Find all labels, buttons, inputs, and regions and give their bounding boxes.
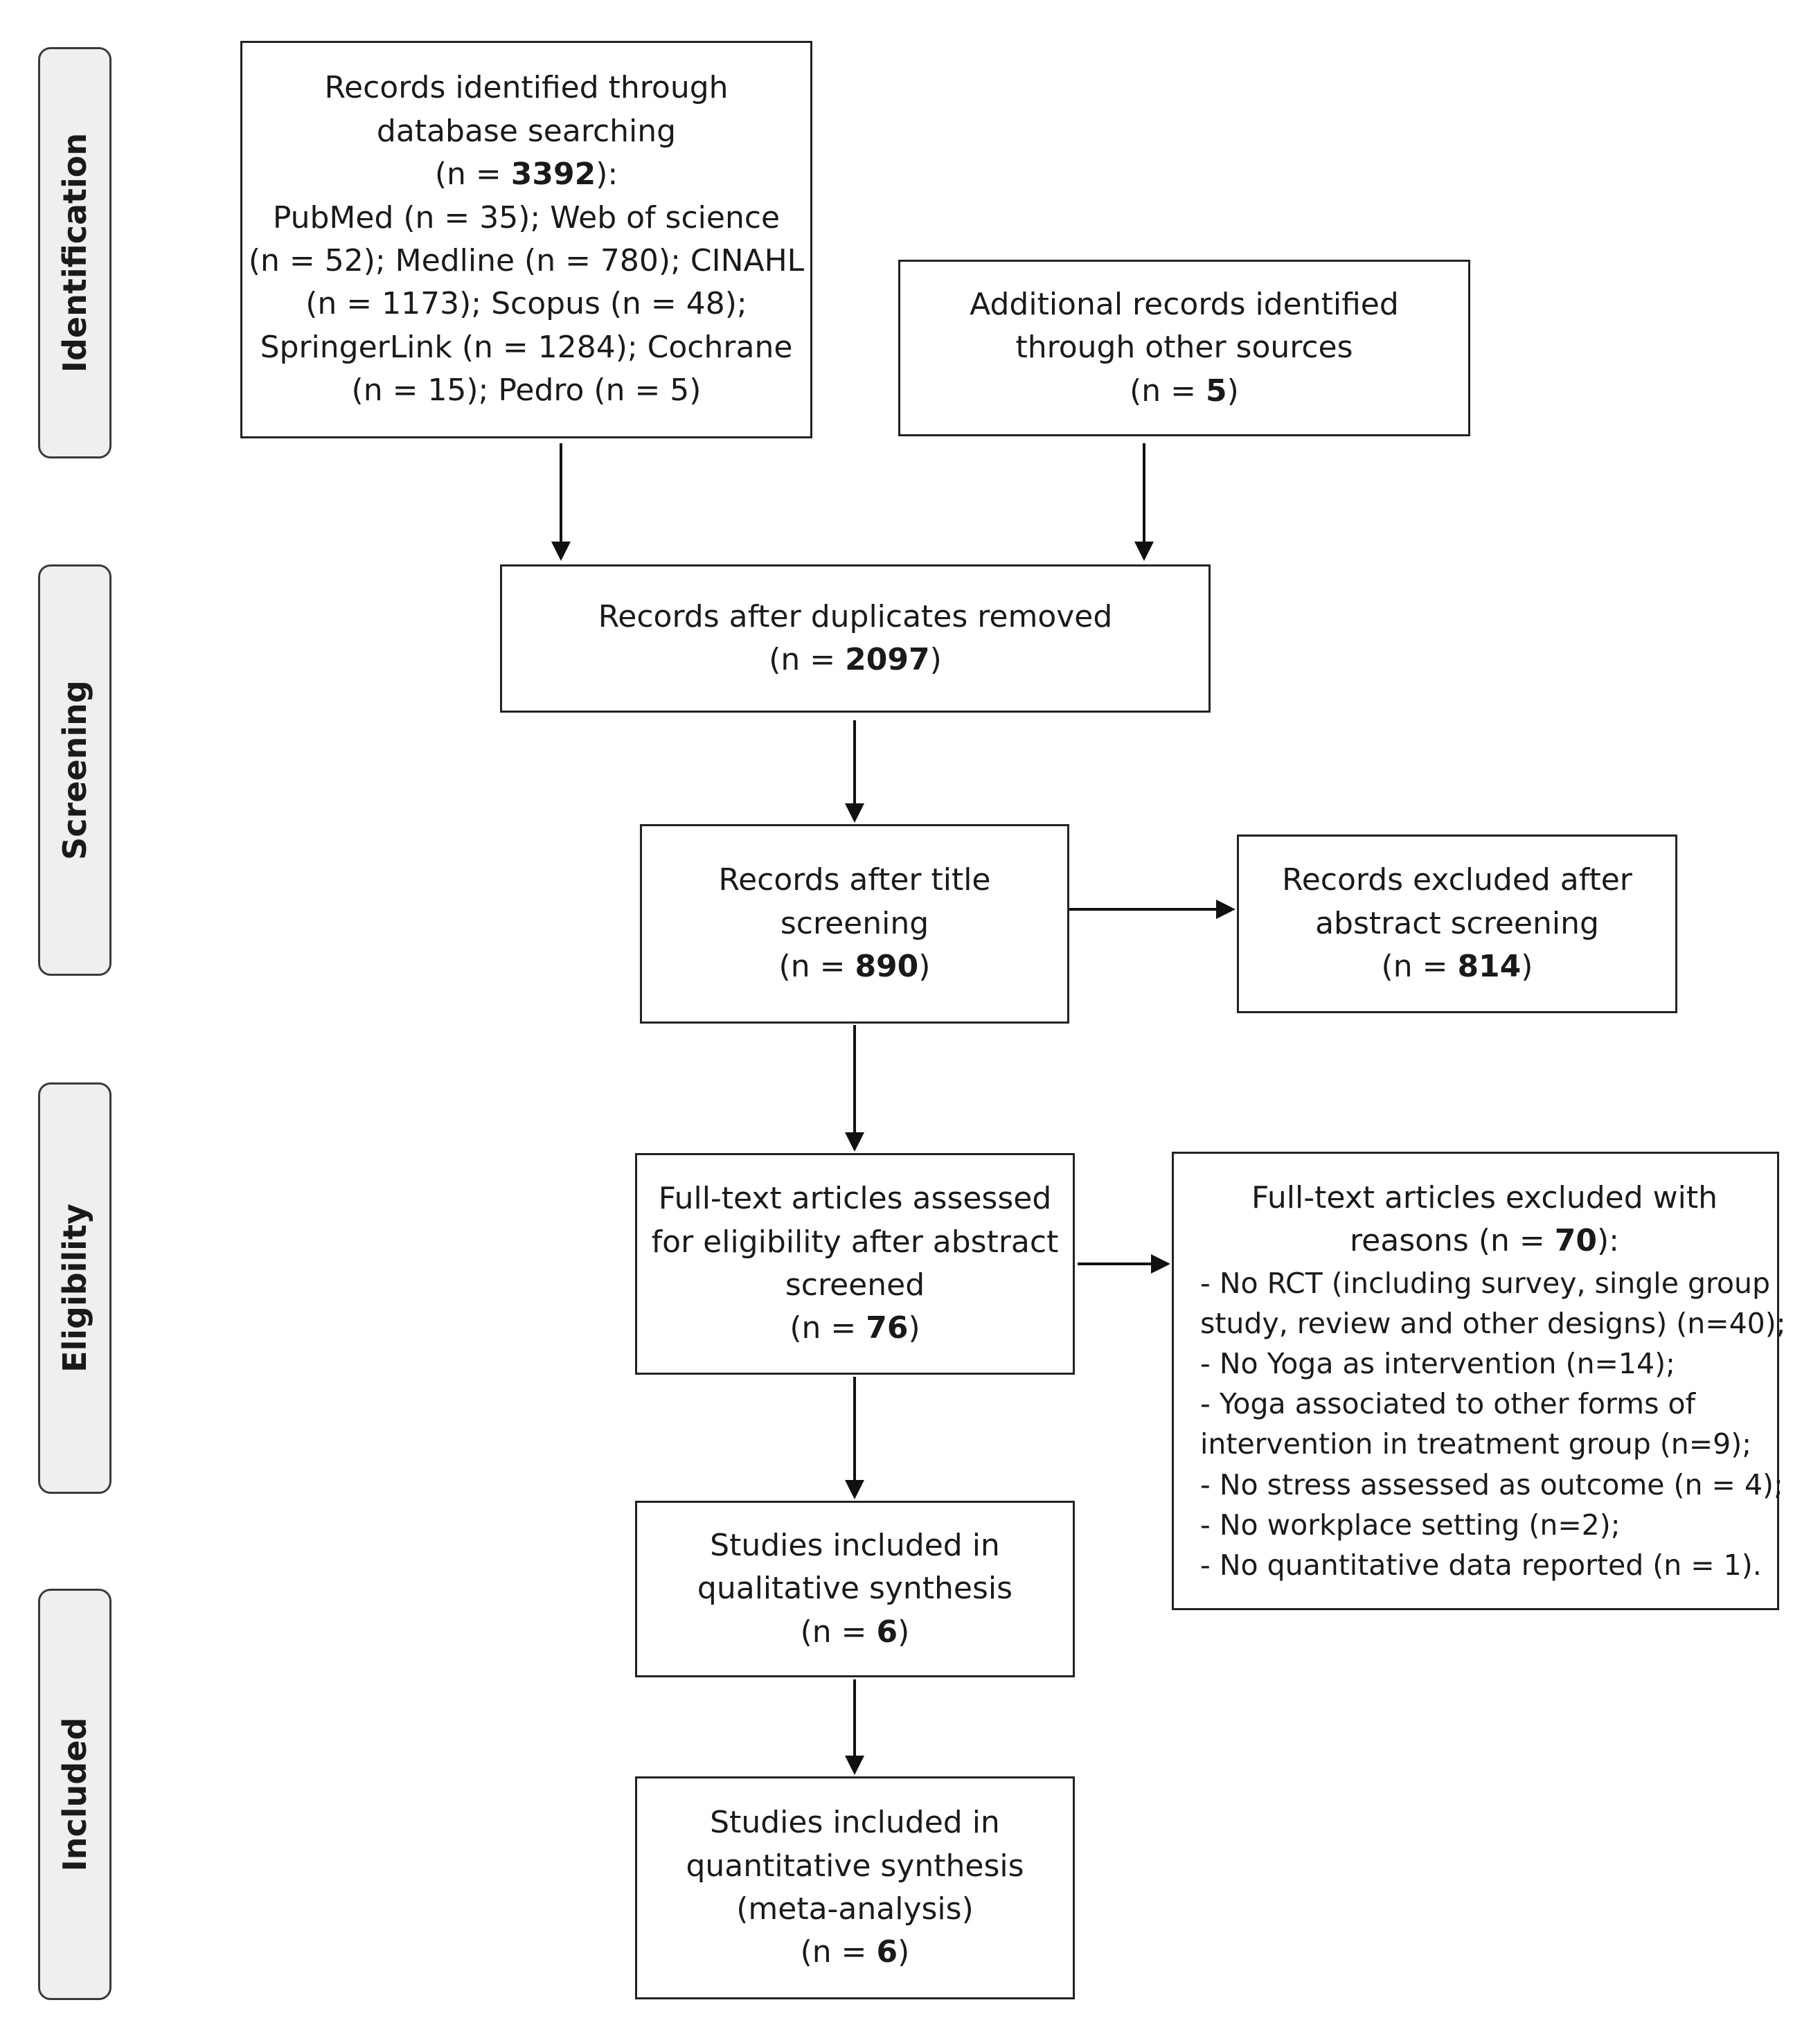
- arrowhead: [845, 1480, 864, 1499]
- qual-line-2: qualitative synthesis: [697, 1571, 1013, 1607]
- other-count: (n = 5): [1130, 373, 1239, 409]
- title-count: (n = 890): [778, 949, 931, 985]
- arrowhead: [845, 803, 864, 823]
- phase-identification: Identification: [38, 47, 111, 458]
- phase-screening: Screening: [38, 564, 111, 976]
- ftexcl-reason: - No Yoga as intervention (n=14);: [1200, 1347, 1675, 1381]
- ftexcl-reason: - Yoga associated to other forms of: [1200, 1387, 1695, 1421]
- phase-eligibility: Eligibility: [38, 1082, 111, 1494]
- db-count: (n = 3392):: [434, 157, 618, 193]
- arrowhead: [1134, 542, 1154, 561]
- db-line-6: (n = 1173); Scopus (n = 48);: [305, 286, 747, 322]
- quant-count: (n = 6): [800, 1934, 910, 1970]
- qual-line-1: Studies included in: [710, 1527, 1000, 1563]
- db-line-1: Records identified through: [324, 70, 729, 106]
- arrowhead: [1216, 900, 1235, 919]
- ft-count: (n = 76): [789, 1310, 920, 1346]
- box-title-screening: Records after title screening (n = 890): [640, 824, 1069, 1024]
- ftexcl-count: reasons (n = 70):: [1350, 1223, 1619, 1259]
- ft-line-2: for eligibility after abstract: [651, 1224, 1059, 1260]
- absexcl-count: (n = 814): [1381, 949, 1533, 985]
- other-line-1: Additional records identified: [970, 286, 1399, 322]
- arrowhead: [845, 1132, 864, 1152]
- other-line-2: through other sources: [1015, 330, 1353, 366]
- dup-count: (n = 2097): [769, 642, 942, 677]
- box-database-records: Records identified through database sear…: [240, 41, 812, 438]
- ft-line-3: screened: [785, 1267, 925, 1303]
- db-line-2: database searching: [376, 113, 677, 149]
- arrowhead: [1151, 1254, 1170, 1274]
- db-line-4: PubMed (n = 35); Web of science: [272, 199, 780, 235]
- box-fulltext-excluded: Full-text articles excluded with reasons…: [1172, 1152, 1786, 1610]
- title-line-2: screening: [780, 905, 929, 941]
- qual-count: (n = 6): [800, 1614, 910, 1650]
- db-line-7: SpringerLink (n = 1284); Cochrane: [260, 329, 793, 365]
- arrowhead: [551, 542, 571, 561]
- ftexcl-reason: - No RCT (including survey, single group: [1200, 1266, 1771, 1300]
- absexcl-line-1: Records excluded after: [1282, 862, 1632, 898]
- db-line-8: (n = 15); Pedro (n = 5): [351, 373, 702, 409]
- box-quantitative-synthesis: Studies included in quantitative synthes…: [635, 1776, 1075, 1999]
- ftexcl-reason: intervention in treatment group (n=9);: [1200, 1427, 1752, 1461]
- box-duplicates-removed: Records after duplicates removed (n = 20…: [500, 564, 1211, 713]
- ftexcl-reason: study, review and other designs) (n=40);: [1200, 1306, 1786, 1340]
- phase-included: Included: [38, 1589, 111, 2000]
- quant-line-1: Studies included in: [710, 1805, 1000, 1841]
- box-other-sources: Additional records identified through ot…: [898, 260, 1470, 436]
- dup-line-1: Records after duplicates removed: [598, 598, 1113, 634]
- quant-line-2: quantitative synthesis: [686, 1848, 1024, 1884]
- box-fulltext-assessed: Full-text articles assessed for eligibil…: [635, 1153, 1075, 1375]
- box-qualitative-synthesis: Studies included in qualitative synthesi…: [635, 1501, 1075, 1677]
- ftexcl-reason: - No workplace setting (n=2);: [1200, 1508, 1621, 1542]
- box-abstract-excluded: Records excluded after abstract screenin…: [1237, 835, 1677, 1013]
- absexcl-line-2: abstract screening: [1315, 905, 1599, 941]
- title-line-1: Records after title: [718, 862, 991, 898]
- ftexcl-reason: - No stress assessed as outcome (n = 4);: [1200, 1468, 1783, 1501]
- db-line-5: (n = 52); Medline (n = 780); CINAHL: [248, 243, 805, 278]
- arrowhead: [845, 1756, 864, 1775]
- ftexcl-reason: - No quantitative data reported (n = 1).: [1200, 1549, 1762, 1582]
- ft-line-1: Full-text articles assessed: [658, 1181, 1052, 1217]
- quant-line-3: (meta-analysis): [736, 1891, 974, 1927]
- ftexcl-line-1: Full-text articles excluded with: [1251, 1179, 1718, 1215]
